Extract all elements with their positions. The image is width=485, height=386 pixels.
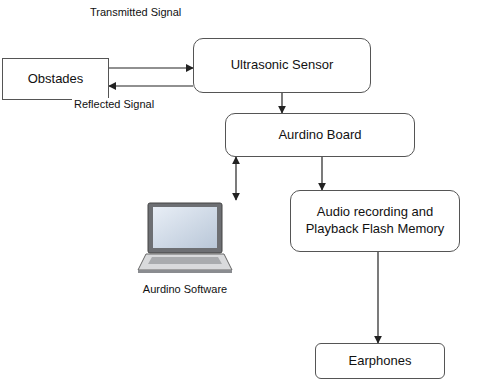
connector-arrow [109,67,193,68]
node-text: Aurdino Board [278,127,361,144]
node-text: Aurdino Software [143,282,227,296]
process-box: Audio recording and Playback Flash Memor… [290,190,460,252]
process-box: Obstades [2,58,109,100]
connector-arrow [235,157,236,200]
node-text: Earphones [349,353,412,370]
signal-label: Reflected Signal [72,98,156,110]
process-box: Aurdino Board [225,113,415,157]
laptop-base [138,254,232,270]
connector-arrow [109,85,193,86]
laptop-edge [138,270,232,273]
connector-arrow [377,252,378,343]
laptop-keyboard [148,257,222,264]
node-text: Obstades [28,71,84,88]
connector-arrow [281,93,282,113]
laptop-screen [153,207,217,248]
laptop-lid [148,203,222,253]
process-box: Earphones [315,343,445,379]
signal-label: Transmitted Signal [88,6,183,18]
node-text: Ultrasonic Sensor [231,57,334,74]
node-text: Audio recording and Playback Flash Memor… [303,204,447,238]
process-box: Ultrasonic Sensor [193,38,371,93]
connector-arrow [321,157,322,190]
computer-node: Aurdino Software [125,200,245,300]
